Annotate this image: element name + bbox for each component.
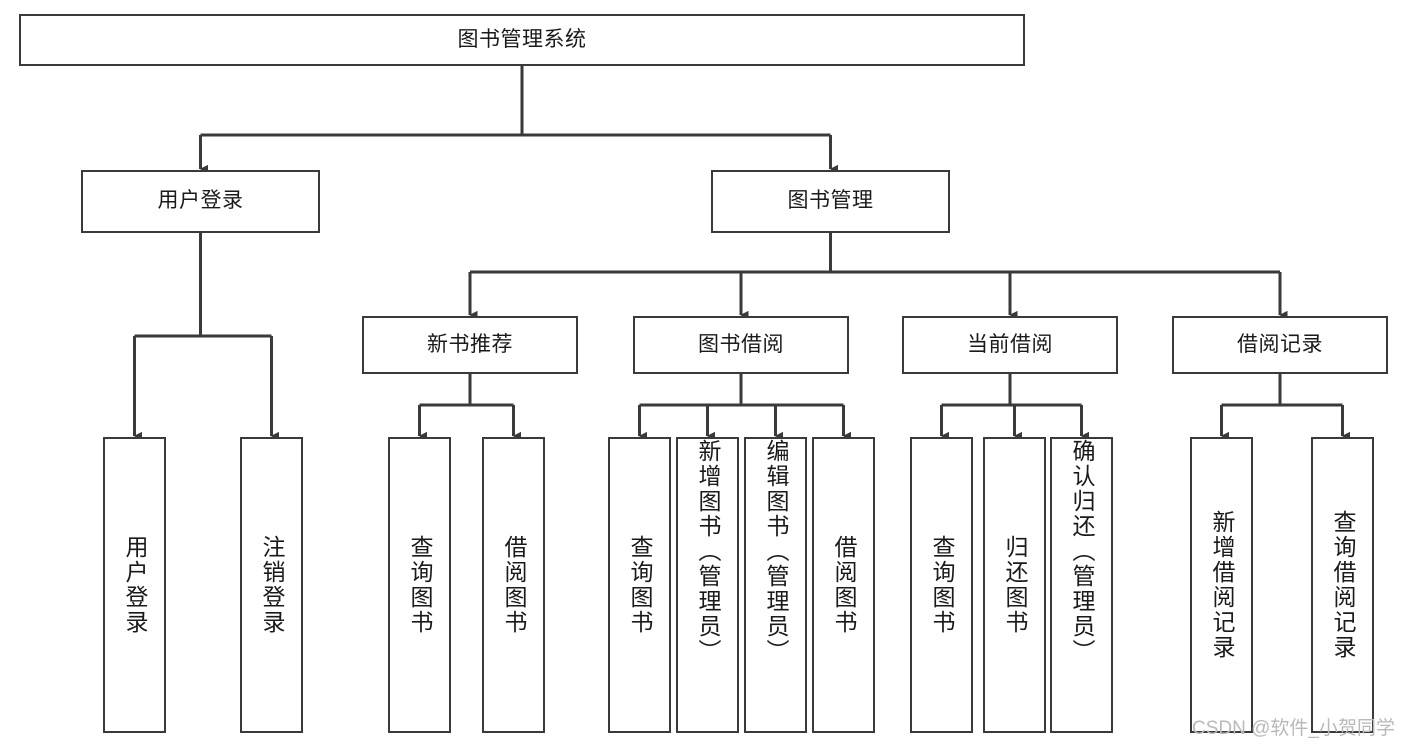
node-leaf-edit-book: 编辑图书（管理员） — [744, 437, 807, 733]
node-borrow-record: 借阅记录 — [1172, 316, 1388, 374]
node-label: 图书借阅 — [698, 332, 784, 356]
node-book-borrow: 图书借阅 — [633, 316, 849, 374]
node-label: 查询图书 — [627, 535, 653, 635]
node-label: 用户登录 — [122, 535, 148, 635]
node-leaf-query-book-1: 查询图书 — [388, 437, 451, 733]
node-root: 图书管理系统 — [19, 14, 1025, 66]
node-label: 借阅图书 — [831, 535, 857, 635]
node-label: 查询借阅记录 — [1330, 510, 1356, 660]
node-leaf-user-login: 用户登录 — [103, 437, 166, 733]
node-label: 确认归还（管理员） — [1069, 439, 1095, 664]
node-leaf-query-book-2: 查询图书 — [608, 437, 671, 733]
node-label: 归还图书 — [1002, 535, 1028, 635]
node-label: 查询图书 — [929, 535, 955, 635]
node-label: 借阅图书 — [501, 535, 527, 635]
node-leaf-query-book-3: 查询图书 — [910, 437, 973, 733]
node-label: 注销登录 — [259, 535, 285, 635]
node-label: 用户登录 — [157, 189, 244, 213]
node-label: 图书管理 — [787, 189, 874, 213]
node-label: 新增图书（管理员） — [695, 439, 721, 664]
node-label: 图书管理系统 — [457, 27, 587, 51]
node-leaf-return-book: 归还图书 — [983, 437, 1046, 733]
node-label: 新增借阅记录 — [1209, 510, 1235, 660]
node-book-manage: 图书管理 — [711, 170, 950, 233]
node-label: 编辑图书（管理员） — [763, 439, 789, 664]
node-leaf-add-book: 新增图书（管理员） — [676, 437, 739, 733]
node-leaf-confirm-return: 确认归还（管理员） — [1050, 437, 1113, 733]
node-label: 查询图书 — [407, 535, 433, 635]
node-label: 当前借阅 — [967, 332, 1053, 356]
node-label: 新书推荐 — [427, 332, 513, 356]
node-current-borrow: 当前借阅 — [902, 316, 1118, 374]
node-leaf-borrow-book-1: 借阅图书 — [482, 437, 545, 733]
node-leaf-add-record: 新增借阅记录 — [1190, 437, 1253, 733]
node-leaf-borrow-book-2: 借阅图书 — [812, 437, 875, 733]
node-label: 借阅记录 — [1237, 332, 1323, 356]
csdn-watermark: CSDN @软件_小贺同学 — [1192, 718, 1395, 739]
node-leaf-user-logout: 注销登录 — [240, 437, 303, 733]
node-leaf-query-record: 查询借阅记录 — [1311, 437, 1374, 733]
node-user-login: 用户登录 — [81, 170, 320, 233]
node-new-book-rec: 新书推荐 — [362, 316, 578, 374]
